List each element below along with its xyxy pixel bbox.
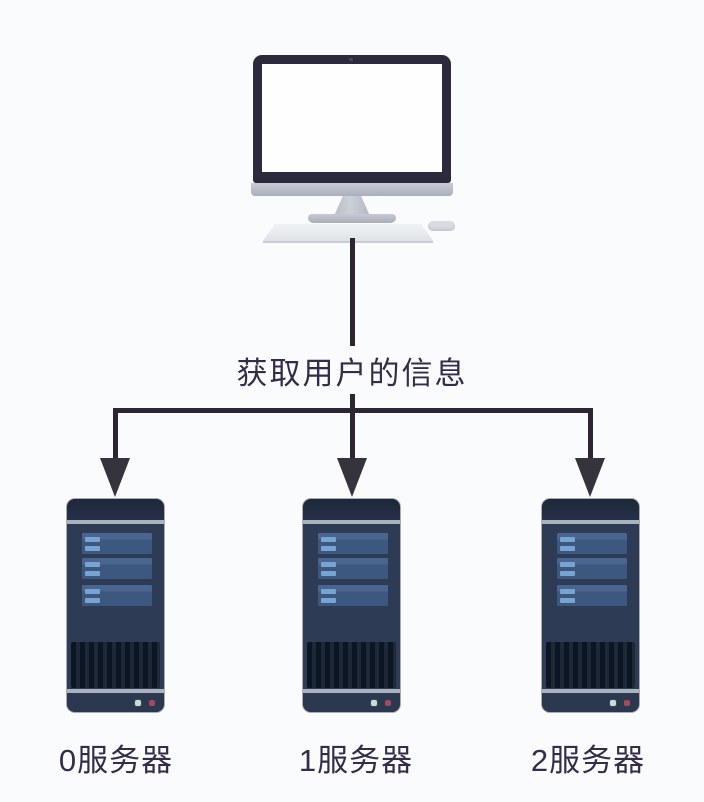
- server-tower-0-icon: [67, 499, 164, 712]
- bay-tab: [560, 537, 575, 542]
- server-tower-2-icon: [542, 499, 639, 712]
- status-led-icon: [624, 700, 630, 706]
- server-top-cap: [542, 499, 639, 520]
- bay-tab: [85, 546, 100, 551]
- bay-tab: [560, 589, 575, 594]
- server-drive-bay: [557, 585, 627, 606]
- server-stripe: [67, 520, 164, 524]
- server-stripe: [303, 520, 400, 524]
- server-drive-bay: [318, 558, 388, 579]
- connector-line-horizontal: [113, 408, 593, 413]
- desktop-computer-icon: [253, 55, 451, 183]
- server-drive-bay: [82, 558, 152, 579]
- status-led-icon: [149, 700, 155, 706]
- server-label-2: 2服务器: [530, 743, 646, 778]
- server-bottom-bar: [542, 693, 639, 712]
- bay-tab: [560, 546, 575, 551]
- bay-tab: [85, 598, 100, 603]
- bay-tab: [85, 571, 100, 576]
- mouse-icon: [428, 221, 455, 231]
- server-stripe: [303, 689, 400, 693]
- server-stripe: [67, 689, 164, 693]
- connector-stem-left: [113, 408, 118, 462]
- server-bottom-bar: [303, 693, 400, 712]
- server-drive-bay: [82, 585, 152, 606]
- server-vent: [307, 642, 396, 688]
- bay-tab: [321, 571, 336, 576]
- connector-line-top: [350, 238, 355, 346]
- arrow-down-icon: [100, 458, 130, 497]
- keyboard-icon: [263, 224, 433, 243]
- server-vent: [71, 642, 160, 688]
- bay-tab: [321, 546, 336, 551]
- bay-tab: [85, 562, 100, 567]
- connector-stem-center: [350, 413, 355, 462]
- server-top-cap: [303, 499, 400, 520]
- server-drive-bay: [318, 533, 388, 554]
- edge-label: 获取用户的信息: [236, 356, 468, 391]
- bay-tab: [321, 537, 336, 542]
- server-bottom-bar: [67, 693, 164, 712]
- power-led-icon: [371, 700, 377, 706]
- connector-stem-right: [588, 408, 593, 462]
- server-stripe: [542, 520, 639, 524]
- bay-tab: [560, 562, 575, 567]
- bay-tab: [560, 571, 575, 576]
- server-drive-bay: [557, 558, 627, 579]
- connector-line-mid: [350, 394, 355, 414]
- power-led-icon: [135, 700, 141, 706]
- server-drive-bay: [318, 585, 388, 606]
- bay-tab: [321, 589, 336, 594]
- arrow-down-icon: [575, 458, 605, 497]
- server-vent: [546, 642, 635, 688]
- bay-tab: [321, 598, 336, 603]
- server-drive-bay: [82, 533, 152, 554]
- bay-tab: [321, 562, 336, 567]
- power-led-icon: [610, 700, 616, 706]
- monitor-stand-neck: [334, 196, 370, 215]
- server-tower-1-icon: [303, 499, 400, 712]
- status-led-icon: [385, 700, 391, 706]
- server-top-cap: [67, 499, 164, 520]
- server-drive-bay: [557, 533, 627, 554]
- monitor-stand-base: [308, 214, 396, 223]
- arrow-down-icon: [337, 458, 367, 497]
- bay-tab: [85, 537, 100, 542]
- server-stripe: [542, 689, 639, 693]
- webcam-dot-icon: [349, 58, 353, 61]
- bay-tab: [85, 589, 100, 594]
- monitor-screen: [262, 64, 442, 172]
- monitor-chin: [251, 183, 453, 196]
- bay-tab: [560, 598, 575, 603]
- server-label-0: 0服务器: [58, 743, 174, 778]
- server-label-1: 1服务器: [298, 743, 414, 778]
